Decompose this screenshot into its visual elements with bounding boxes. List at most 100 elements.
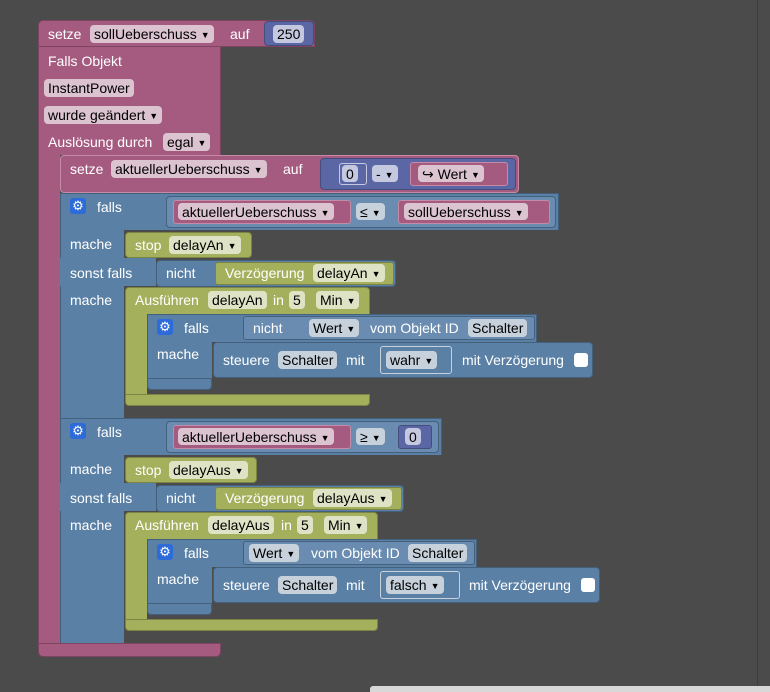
unit-dropdown[interactable]: Min▼ xyxy=(316,291,360,309)
nicht-label: nicht xyxy=(166,490,196,506)
operator-dropdown[interactable]: -▼ xyxy=(372,165,398,182)
inner-if-block-2-footer xyxy=(147,603,212,615)
ausloesung-label: Auslösung durch xyxy=(48,134,153,150)
variable-name: aktuellerUeberschuss xyxy=(182,204,317,220)
compare-operator-dropdown[interactable]: ≤▼ xyxy=(356,203,385,220)
gear-icon[interactable]: ⚙ xyxy=(157,544,173,560)
operator-value: - xyxy=(376,166,381,182)
ausloesung-dropdown[interactable]: egal▼ xyxy=(163,133,211,151)
timeout-block-footer xyxy=(125,619,378,631)
variable-name: sollUeberschuss xyxy=(94,26,197,42)
object-id-field[interactable]: Schalter xyxy=(468,319,528,337)
return-arrow-icon: ↪ xyxy=(422,166,434,182)
object-id-field[interactable]: InstantPower xyxy=(44,79,134,97)
delay-checkbox[interactable] xyxy=(574,353,588,367)
verzoegerung-label: Verzögerung xyxy=(225,490,305,506)
trigger-block-spine xyxy=(38,155,60,643)
in-label: in xyxy=(273,292,284,308)
variable-dropdown[interactable]: aktuellerUeberschuss▼ xyxy=(178,203,334,220)
delay-amount-field[interactable]: 5 xyxy=(289,291,305,309)
attribute-value: Wert xyxy=(253,545,283,561)
ausloesung-value: egal xyxy=(167,134,194,150)
operator-value: ≥ xyxy=(360,429,368,445)
steuere-label: steuere xyxy=(223,577,270,593)
falls-objekt-label: Falls Objekt xyxy=(48,53,122,69)
horizontal-scrollbar[interactable] xyxy=(370,686,770,692)
object-id-field[interactable]: Schalter xyxy=(278,576,338,594)
dropdown-arrow-icon: ▼ xyxy=(149,111,159,121)
steuere-label: steuere xyxy=(223,352,270,368)
variable-dropdown[interactable]: sollUeberschuss▼ xyxy=(404,203,528,220)
dropdown-arrow-icon: ▼ xyxy=(470,170,480,180)
dropdown-arrow-icon: ▼ xyxy=(371,208,381,218)
timer-dropdown[interactable]: delayAus▼ xyxy=(313,489,392,507)
variable-name: aktuellerUeberschuss xyxy=(115,161,250,177)
boolean-dropdown[interactable]: wahr▼ xyxy=(386,351,438,369)
mit-verzoegerung-label: mit Verzögerung xyxy=(469,577,571,593)
boolean-value: wahr xyxy=(390,352,421,368)
wert-label: Wert xyxy=(437,166,467,182)
timeout-block-spine xyxy=(125,314,147,394)
timer-dropdown[interactable]: delayAn▼ xyxy=(169,236,241,254)
mache-label: mache xyxy=(70,292,113,308)
nicht-label: nicht xyxy=(166,265,196,281)
falls-label: falls xyxy=(184,545,209,561)
timer-dropdown[interactable]: delayAn xyxy=(208,291,267,309)
timer-dropdown[interactable]: delayAus xyxy=(208,516,274,534)
timer-name: delayAus xyxy=(317,490,375,506)
event-value: wurde geändert xyxy=(48,107,146,123)
vom-objekt-label: vom Objekt ID xyxy=(370,320,459,336)
dropdown-arrow-icon: ▼ xyxy=(378,494,388,504)
dropdown-arrow-icon: ▼ xyxy=(371,433,381,443)
number-field[interactable]: 250 xyxy=(273,25,305,43)
timeout-block-footer xyxy=(125,394,370,406)
dropdown-arrow-icon: ▼ xyxy=(253,165,263,175)
trigger-block-footer xyxy=(38,643,221,657)
compare-operator-dropdown[interactable]: ≥▼ xyxy=(356,428,385,445)
sonst-falls-label: sonst falls xyxy=(70,490,133,506)
variable-dropdown[interactable]: sollUeberschuss▼ xyxy=(90,25,214,43)
dropdown-arrow-icon: ▼ xyxy=(424,356,434,366)
dropdown-arrow-icon: ▼ xyxy=(197,138,207,148)
ausfuehren-label: Ausführen xyxy=(135,517,199,533)
unit-value: Min xyxy=(320,292,343,308)
timer-dropdown[interactable]: delayAn▼ xyxy=(313,264,385,282)
falls-label: falls xyxy=(97,424,122,440)
number-field[interactable]: 0 xyxy=(405,428,421,445)
operator-value: ≤ xyxy=(360,204,368,220)
delay-checkbox[interactable] xyxy=(581,578,595,592)
event-dropdown[interactable]: wurde geändert▼ xyxy=(44,106,163,124)
variable-dropdown[interactable]: aktuellerUeberschuss▼ xyxy=(178,428,334,445)
dropdown-arrow-icon: ▼ xyxy=(320,208,330,218)
object-id-field[interactable]: Schalter xyxy=(408,544,468,562)
timer-dropdown[interactable]: delayAus▼ xyxy=(169,461,248,479)
dropdown-arrow-icon: ▼ xyxy=(384,170,394,180)
wert-field[interactable]: ↪ Wert▼ xyxy=(418,165,484,182)
delay-amount-field[interactable]: 5 xyxy=(297,516,313,534)
dropdown-arrow-icon: ▼ xyxy=(430,581,440,591)
state-attribute-dropdown[interactable]: Wert▼ xyxy=(249,544,300,562)
auf-label: auf xyxy=(283,161,303,177)
if-block-2-sonst-row xyxy=(60,483,156,511)
variable-name: sollUeberschuss xyxy=(408,204,511,220)
dropdown-arrow-icon: ▼ xyxy=(200,30,210,40)
mache-label: mache xyxy=(70,236,113,252)
object-id-field[interactable]: Schalter xyxy=(278,351,338,369)
gear-icon[interactable]: ⚙ xyxy=(70,423,86,439)
workspace-edge xyxy=(757,0,758,692)
variable-dropdown[interactable]: aktuellerUeberschuss▼ xyxy=(111,160,267,178)
mit-label: mit xyxy=(346,352,365,368)
timer-name: delayAn xyxy=(173,237,224,253)
boolean-dropdown[interactable]: falsch▼ xyxy=(386,576,444,594)
auf-label: auf xyxy=(230,26,250,42)
state-attribute-dropdown[interactable]: Wert▼ xyxy=(309,319,360,337)
gear-icon[interactable]: ⚙ xyxy=(70,198,86,214)
mache-label: mache xyxy=(70,461,113,477)
timer-name: delayAus xyxy=(173,462,231,478)
number-field[interactable]: 0 xyxy=(342,165,358,182)
dropdown-arrow-icon: ▼ xyxy=(346,324,356,334)
unit-dropdown[interactable]: Min▼ xyxy=(324,516,368,534)
gear-icon[interactable]: ⚙ xyxy=(157,319,173,335)
falls-label: falls xyxy=(97,199,122,215)
dropdown-arrow-icon: ▼ xyxy=(346,296,356,306)
